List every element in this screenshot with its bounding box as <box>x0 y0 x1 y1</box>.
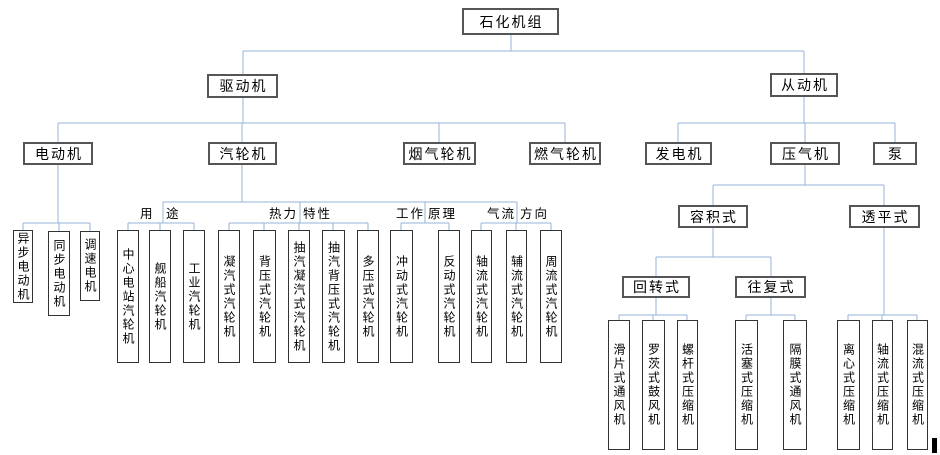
leaf-rotary-roots: 罗茨式鼓风机 <box>642 320 665 450</box>
leaf-principle-impulse: 冲动式汽轮机 <box>390 230 413 363</box>
leaf-thermal-extraction-condensing: 抽汽凝汽式汽轮机 <box>288 230 310 363</box>
leaf-reciprocating-diaphragm: 隔膜式通风机 <box>783 320 807 450</box>
category-label-work-left: 工作 <box>396 206 426 221</box>
connector-compressor-groups <box>618 165 918 320</box>
leaf-flow-peripheral: 周流式汽轮机 <box>540 230 562 363</box>
leaf-reciprocating-piston: 活塞式压缩机 <box>735 320 758 450</box>
leaf-rotary-sliding-vane: 滑片式通风机 <box>608 320 630 450</box>
category-label-flow-right: 方向 <box>520 206 550 221</box>
leaf-thermal-backpressure: 背压式汽轮机 <box>253 230 276 363</box>
node-generator: 发电机 <box>645 142 712 165</box>
leaf-principle-reaction: 反动式汽轮机 <box>438 230 460 363</box>
node-driver: 驱动机 <box>207 74 278 98</box>
node-positive-displacement: 容积式 <box>678 205 748 228</box>
category-label-thermal-right: 特性 <box>303 206 333 221</box>
connector-top-tree <box>57 35 896 142</box>
connector-steam-groups <box>127 165 552 230</box>
leaf-thermal-condensing: 凝汽式汽轮机 <box>218 230 240 363</box>
leaf-flow-axial: 轴流式汽轮机 <box>471 230 492 363</box>
leaf-usage-marine: 舰船汽轮机 <box>149 230 171 363</box>
node-flue-gas-turbine: 烟气轮机 <box>403 142 476 165</box>
category-label-usage-left: 用 <box>140 206 155 221</box>
leaf-thermal-extraction-backpressure: 抽汽背压式汽轮机 <box>322 230 345 363</box>
leaf-motor-speed: 调速电机 <box>80 231 100 301</box>
node-compressor: 压气机 <box>770 142 840 165</box>
category-label-thermal-left: 热力 <box>269 206 299 221</box>
leaf-usage-central-station: 中心电站汽轮机 <box>117 230 139 363</box>
node-turbo: 透平式 <box>849 205 920 228</box>
leaf-thermal-multipressure: 多压式汽轮机 <box>357 230 379 363</box>
leaf-motor-sync: 同步电动机 <box>48 231 70 316</box>
node-root: 石化机组 <box>462 8 559 35</box>
leaf-rotary-screw: 螺杆式压缩机 <box>677 320 698 450</box>
node-steam-turbine: 汽轮机 <box>208 142 277 165</box>
leaf-flow-auxiliary: 辅流式汽轮机 <box>506 230 527 363</box>
node-gas-turbine: 燃气轮机 <box>529 142 601 165</box>
leaf-turbo-centrifugal: 离心式压缩机 <box>837 320 860 450</box>
node-driven: 从动机 <box>770 73 838 97</box>
leaf-motor-async: 异步电动机 <box>13 230 33 303</box>
cursor-artifact <box>932 438 937 453</box>
category-label-flow-left: 气流 <box>487 206 517 221</box>
category-label-usage-right: 途 <box>166 206 181 221</box>
leaf-turbo-axial: 轴流式压缩机 <box>872 320 893 450</box>
node-pump: 泵 <box>873 142 917 165</box>
node-rotary: 回转式 <box>622 276 690 298</box>
node-reciprocating: 往复式 <box>735 276 806 298</box>
leaf-usage-industrial: 工业汽轮机 <box>183 230 205 363</box>
leaf-turbo-mixed-flow: 混流式压缩机 <box>907 320 928 450</box>
node-electric-motor: 电动机 <box>23 142 93 165</box>
connector-motor-group <box>22 165 91 231</box>
category-label-work-right: 原理 <box>428 206 458 221</box>
